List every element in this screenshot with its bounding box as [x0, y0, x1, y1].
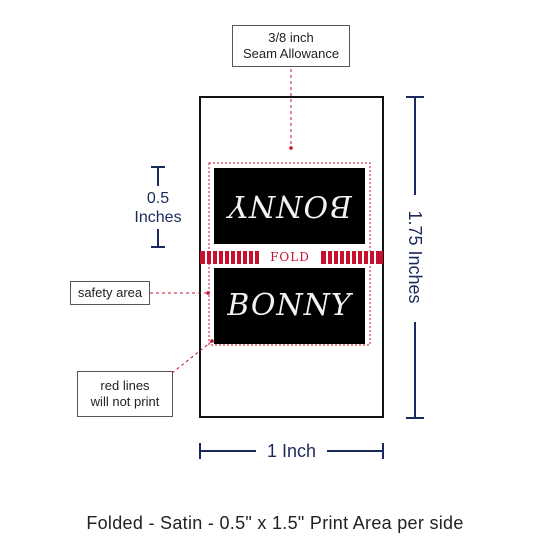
seam-allowance-line1: 3/8 inch	[268, 30, 314, 45]
seam-pointer-dot	[289, 146, 293, 150]
label-name-top: BONNY	[227, 188, 352, 223]
half-inch-label: 0.5 Inches	[122, 189, 194, 227]
print-area-bottom: BONNY	[214, 268, 365, 344]
half-inch-value: 0.5	[146, 190, 170, 207]
width-label: 1 Inch	[266, 441, 317, 461]
red-lines-pointer-line	[171, 341, 212, 374]
dimension-total-height	[406, 96, 424, 419]
dimension-width	[199, 443, 384, 459]
red-lines-callout: red lines will not print	[77, 371, 173, 417]
fold-stripe-gaps	[205, 251, 376, 264]
seam-allowance-line2: Seam Allowance	[242, 46, 340, 61]
red-lines-pointer-dot	[210, 339, 214, 343]
seam-allowance-callout: 3/8 inch Seam Allowance	[232, 25, 350, 67]
dimension-half-inch	[151, 166, 165, 248]
fold-text: FOLD	[270, 250, 310, 264]
print-area-top: BONNY	[214, 168, 365, 244]
caption: Folded - Satin - 0.5" x 1.5" Print Area …	[86, 513, 464, 533]
safety-pointer-dot	[206, 291, 210, 295]
total-height-label: 1.75 Inches	[405, 210, 425, 304]
red-lines-callout-line2: will not print	[90, 394, 160, 409]
safety-area-callout: safety area	[70, 281, 150, 305]
red-lines-callout-line1: red lines	[100, 378, 150, 393]
half-inch-unit: Inches	[134, 209, 182, 226]
label-name-bottom: BONNY	[227, 288, 352, 323]
